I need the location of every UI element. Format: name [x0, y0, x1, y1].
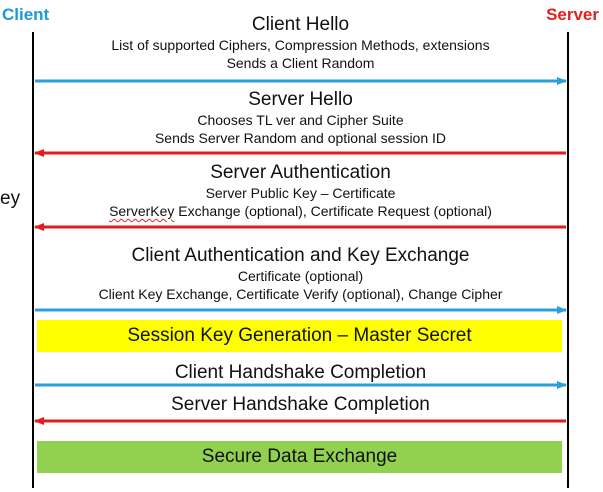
client-lifeline: [32, 32, 34, 488]
client-authentication-message: Client Authentication and Key Exchange C…: [34, 245, 567, 303]
client-hello-line-2: Sends a Client Random: [226, 55, 375, 71]
client-handshake-completion-message: Client Handshake Completion: [34, 362, 567, 384]
server-label: Server: [546, 5, 599, 24]
session-key-band: Session Key Generation – Master Secret: [37, 320, 562, 352]
server-authentication-message: Server Authentication Server Public Key …: [34, 162, 567, 220]
server-hello-line-1: Chooses TL ver and Cipher Suite: [197, 112, 404, 128]
client-authentication-line-2: Client Key Exchange, Certificate Verify …: [98, 286, 503, 302]
server-hello-line-2: Sends Server Random and optional session…: [154, 130, 447, 146]
server-hello-message: Server Hello Chooses TL ver and Cipher S…: [34, 89, 567, 147]
secure-data-band: Secure Data Exchange: [37, 441, 562, 473]
client-hello-title: Client Hello: [251, 14, 350, 35]
server-authentication-line-2: ServerKey Exchange (optional), Certifica…: [34, 202, 567, 220]
serverkey-word: ServerKey: [109, 203, 175, 219]
server-hello-title: Server Hello: [248, 89, 353, 110]
server-handshake-completion-message: Server Handshake Completion: [34, 394, 567, 416]
server-handshake-completion-title: Server Handshake Completion: [171, 394, 430, 415]
server-authentication-line-2-rest: Exchange (optional), Certificate Request…: [174, 203, 492, 219]
server-authentication-line-1: Server Public Key – Certificate: [205, 185, 396, 201]
clipped-text: ey: [0, 188, 21, 209]
client-authentication-title: Client Authentication and Key Exchange: [131, 245, 470, 266]
client-label: Client: [2, 5, 50, 24]
server-authentication-title: Server Authentication: [210, 162, 391, 183]
client-authentication-line-1: Certificate (optional): [237, 268, 364, 284]
server-lifeline: [567, 32, 569, 488]
client-handshake-completion-title: Client Handshake Completion: [174, 362, 427, 383]
client-hello-message: Client Hello List of supported Ciphers, …: [34, 14, 567, 72]
client-hello-line-1: List of supported Ciphers, Compression M…: [111, 37, 490, 53]
